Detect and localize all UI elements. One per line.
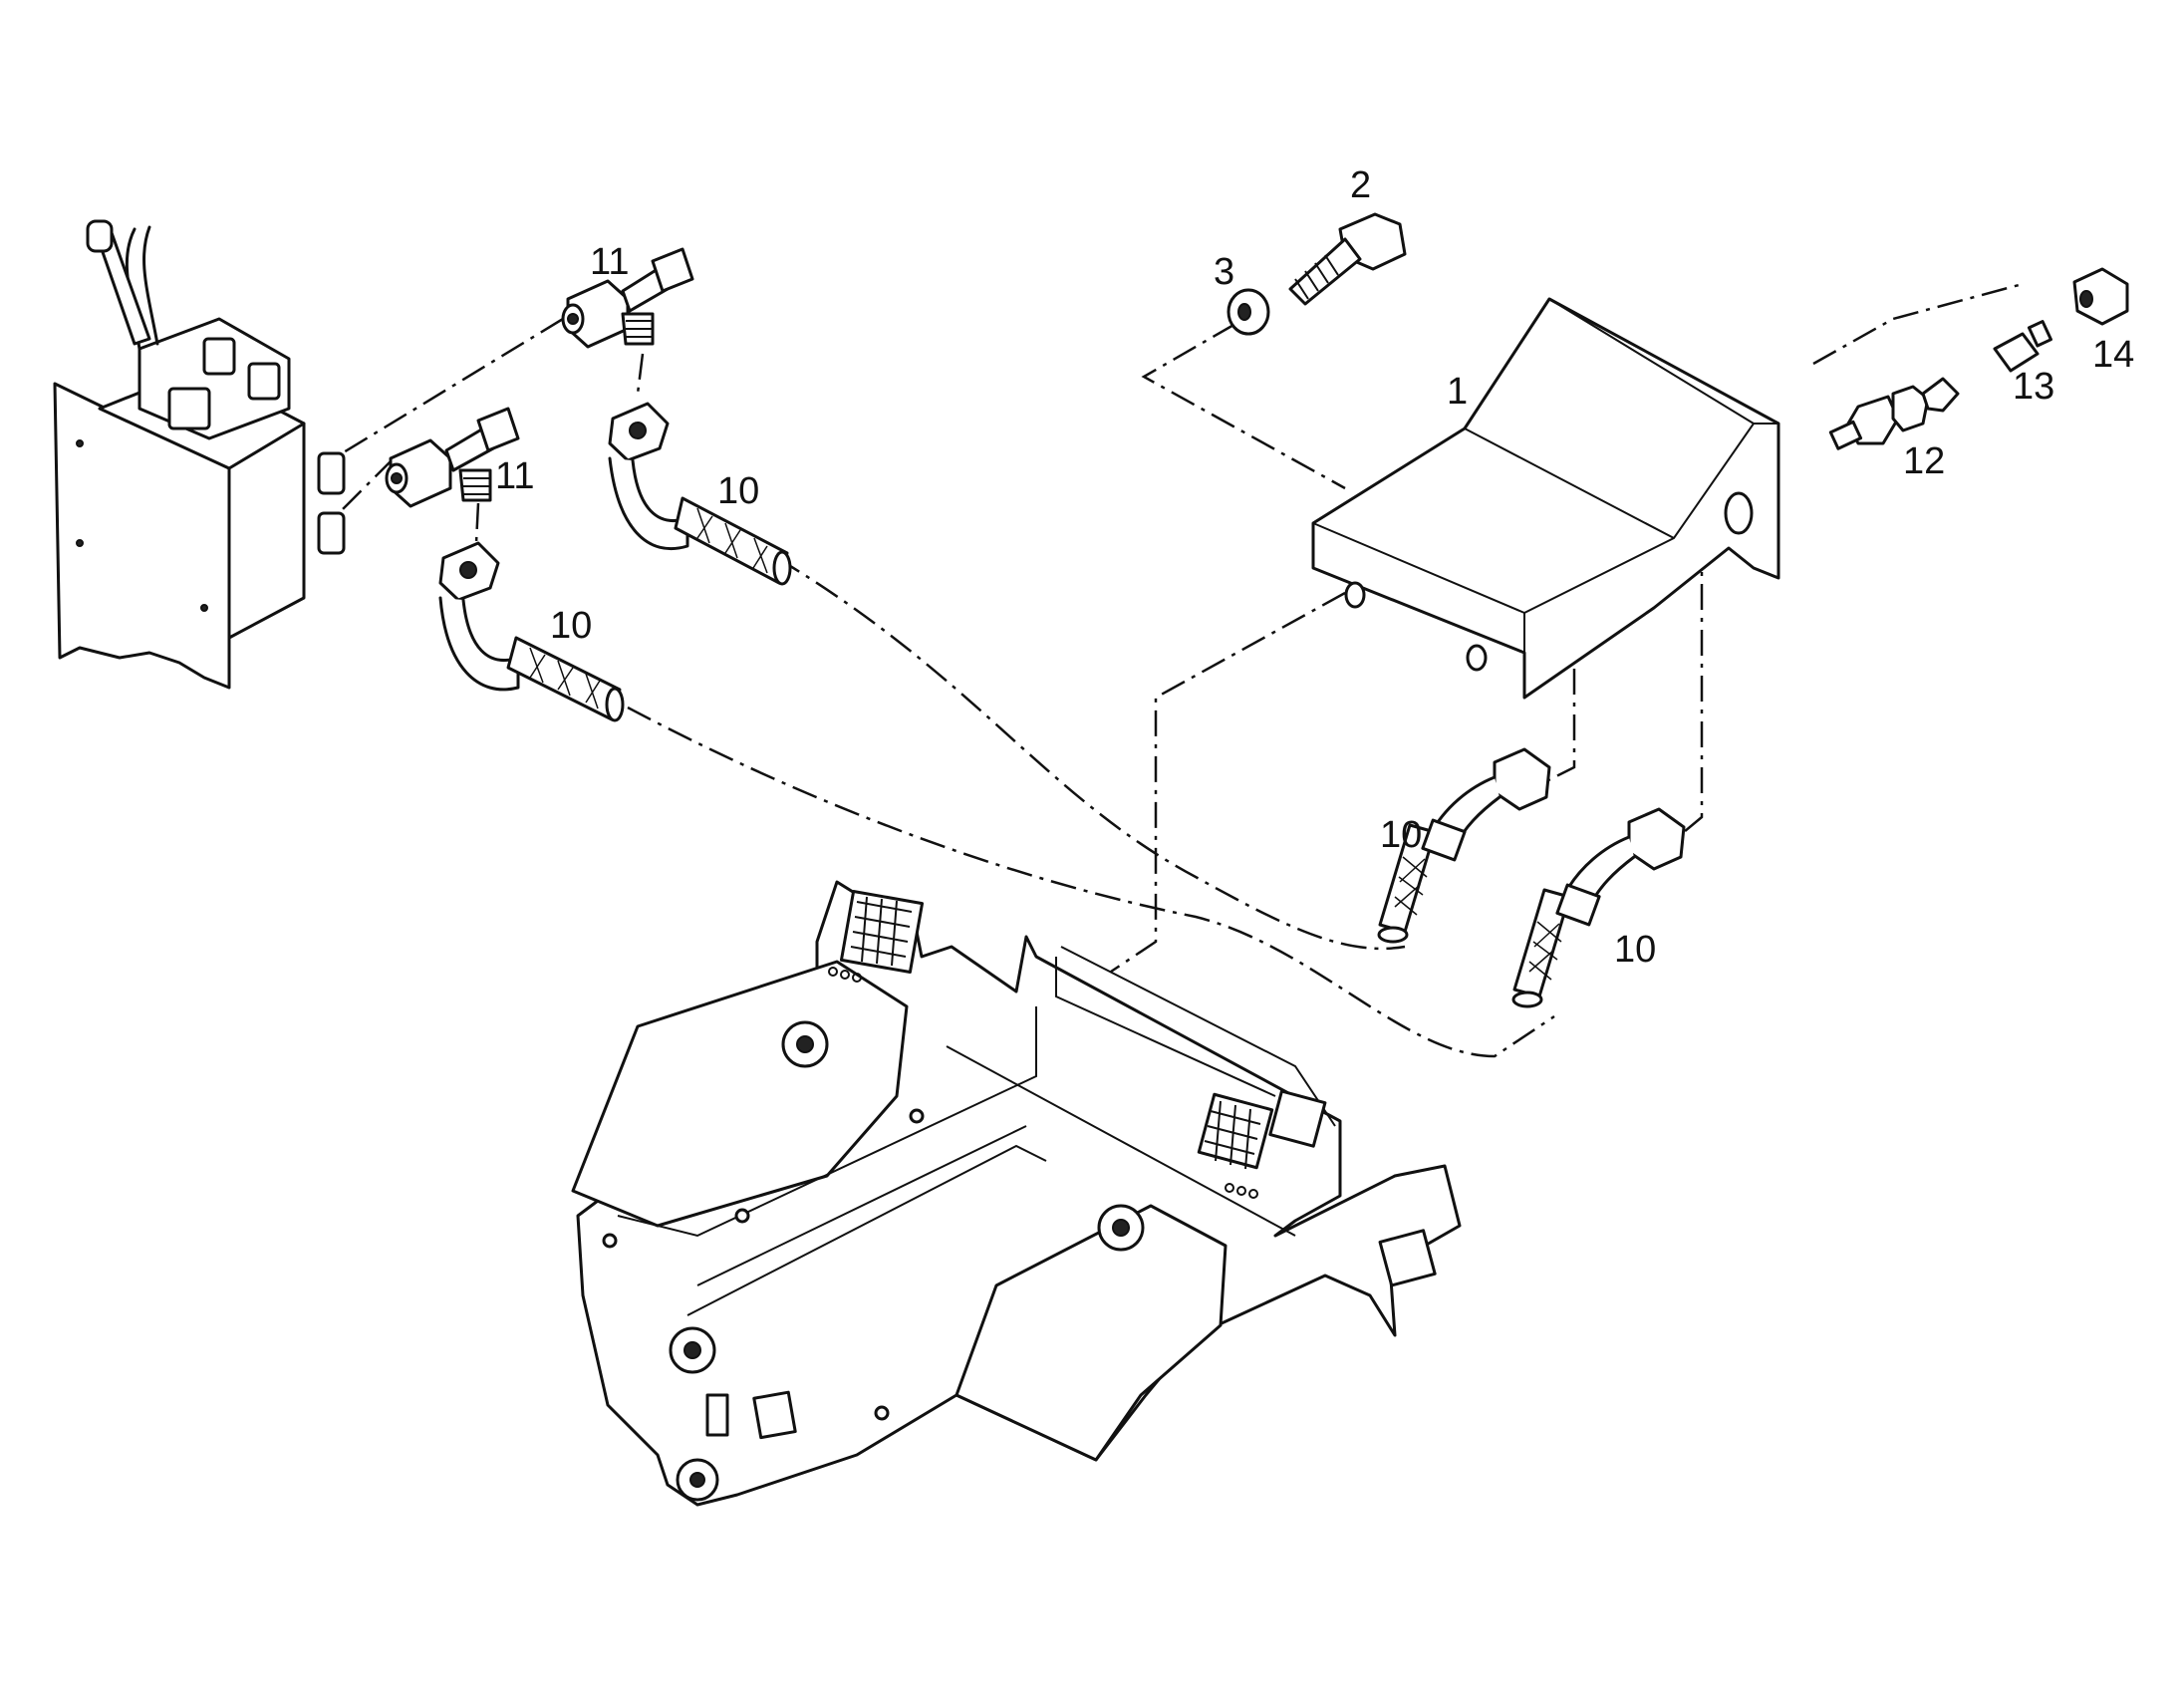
callout-12: 12	[1903, 440, 1945, 482]
callout-10-lower-left: 10	[550, 605, 592, 647]
callout-11-upper: 11	[590, 241, 629, 283]
callout-13: 13	[2013, 366, 2054, 408]
callout-3: 3	[1214, 251, 1234, 293]
callout-10-right-upper: 10	[1380, 814, 1422, 856]
tee-fitting-upper	[561, 247, 694, 349]
washer-part-3	[1227, 288, 1270, 336]
callout-2: 2	[1350, 164, 1371, 206]
control-valve-assembly	[53, 219, 346, 690]
callout-1: 1	[1447, 371, 1468, 413]
cap-part-14	[2072, 267, 2129, 326]
callout-11-lower: 11	[495, 455, 534, 497]
callout-10-right-lower: 10	[1614, 929, 1656, 971]
nipple-part-13	[1993, 320, 2052, 373]
fitting-part-12	[1828, 377, 1960, 450]
hose-right-upper	[1377, 747, 1551, 944]
chassis-frame	[571, 880, 1462, 1507]
tee-fitting-lower	[385, 407, 520, 508]
callout-labels: 1 2 3 10 10 10 10 11 11 12 13 14	[495, 164, 2134, 971]
callout-10-upper-left: 10	[717, 470, 759, 512]
hose-lower-left	[438, 541, 625, 722]
hose-upper-left	[608, 402, 792, 586]
hose-right-lower	[1511, 807, 1686, 1008]
leader-lines	[333, 282, 2024, 1058]
bracket-part-1	[1311, 297, 1780, 700]
callout-14: 14	[2092, 334, 2134, 376]
screw-part-2	[1288, 212, 1407, 306]
